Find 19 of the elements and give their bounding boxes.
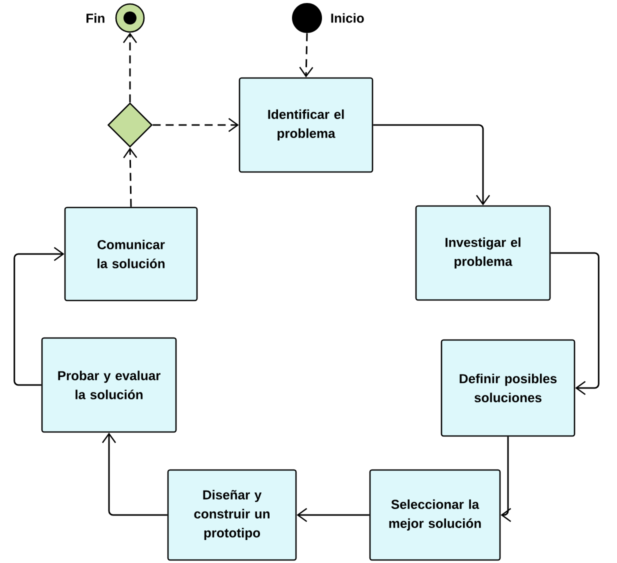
arrow [299, 33, 314, 78]
arrow [296, 508, 370, 522]
arrow [123, 148, 138, 207]
node-label: Inicio [331, 13, 364, 23]
arrow [122, 32, 138, 102]
arrow [550, 252, 600, 396]
process-box: Probar y evaluar la solución [41, 337, 177, 433]
process-box: Identificar el problema [238, 77, 374, 173]
process-box: Diseñar y construir un prototipo [167, 469, 297, 561]
arrow [500, 436, 512, 522]
arrow [373, 124, 490, 206]
process-box: Comunicar la solución [64, 206, 198, 302]
arrow [152, 118, 239, 132]
process-box: Definir posibles soluciones [440, 339, 576, 437]
arrow [14, 246, 64, 386]
arrow [102, 432, 168, 516]
process-box: Seleccionar la mejor solución [369, 469, 501, 561]
node-label: Fin [86, 13, 104, 23]
process-box: Investigar el problema [415, 205, 551, 301]
